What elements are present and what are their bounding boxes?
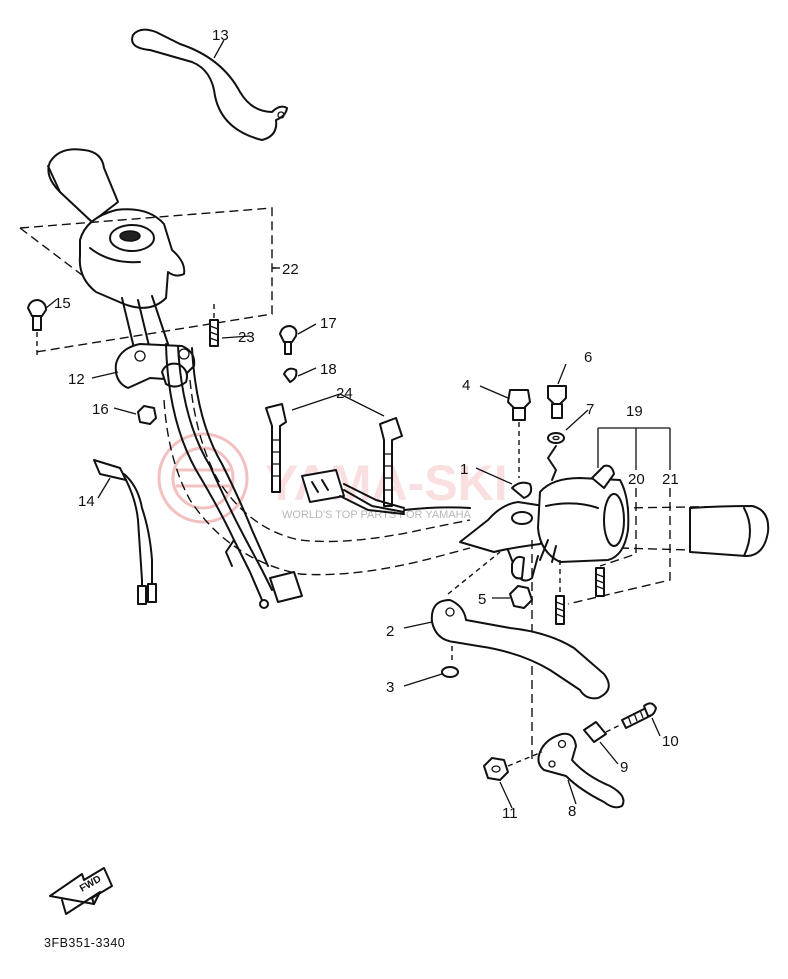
callout-12: 12 [68, 371, 85, 388]
part-1-lever-holder [459, 481, 551, 582]
callout-2: 2 [386, 623, 394, 640]
part-19-right-switch [537, 464, 630, 563]
part-21-screw [555, 595, 565, 625]
callout-7: 7 [586, 401, 594, 418]
forward-direction-icon: FWD [49, 867, 113, 915]
callouts: 13 22 15 23 17 18 12 16 24 14 4 6 7 19 2… [54, 27, 679, 822]
right-grip [689, 505, 770, 557]
callout-10: 10 [662, 733, 679, 750]
callout-6: 6 [584, 349, 592, 366]
part-6-bolt [547, 385, 567, 419]
part-5-nut [509, 555, 533, 609]
part-10-screw [605, 702, 657, 733]
callout-18: 18 [320, 361, 337, 378]
part-13-clutch-lever [131, 28, 288, 141]
part-23-screw [209, 302, 219, 347]
left-wiring-harness [165, 343, 303, 609]
callout-8: 8 [568, 803, 576, 820]
callout-21: 21 [662, 471, 679, 488]
callout-19: 19 [626, 403, 643, 420]
callout-20: 20 [628, 471, 645, 488]
part-11-nut [483, 751, 543, 781]
part-24-cable-tie-right [379, 417, 403, 507]
callout-24: 24 [336, 385, 353, 402]
part-2-brake-lever [430, 599, 610, 700]
part-3-washer [441, 666, 459, 678]
part-24-cable-tie-left [265, 403, 287, 493]
part-15-screw [27, 299, 47, 356]
part-20-screw [595, 567, 605, 597]
diagram-part-code: 3FB351-3340 [44, 936, 125, 950]
wire-connector [301, 469, 471, 515]
callout-11: 11 [502, 805, 518, 822]
callout-22: 22 [282, 261, 299, 278]
part-9-spacer [583, 721, 607, 743]
callout-1: 1 [460, 461, 468, 478]
part-22-left-switch-assembly [47, 148, 186, 351]
part-16-nut [137, 405, 157, 425]
callout-3: 3 [386, 679, 394, 696]
lever-guide-line [447, 551, 501, 595]
part-8-lever-bracket [537, 732, 625, 809]
leader-lines [45, 39, 661, 809]
part-4-bolt [507, 389, 531, 478]
callout-13: 13 [212, 27, 229, 44]
part-18-clip [283, 367, 298, 383]
callout-4: 4 [462, 377, 470, 394]
callout-9: 9 [620, 759, 628, 776]
callout-14: 14 [78, 493, 95, 510]
part-14-switch [93, 459, 157, 605]
callout-16: 16 [92, 401, 109, 418]
callout-23: 23 [238, 329, 255, 346]
part-7-washer [547, 432, 565, 481]
watermark-logo-icon [157, 432, 249, 524]
part-17-screw [279, 325, 298, 355]
callout-17: 17 [320, 315, 337, 332]
watermark-subtitle: WORLD'S TOP PARTS FOR YAMAHA [282, 509, 472, 521]
callout-15: 15 [54, 295, 71, 312]
callout-5: 5 [478, 591, 486, 608]
